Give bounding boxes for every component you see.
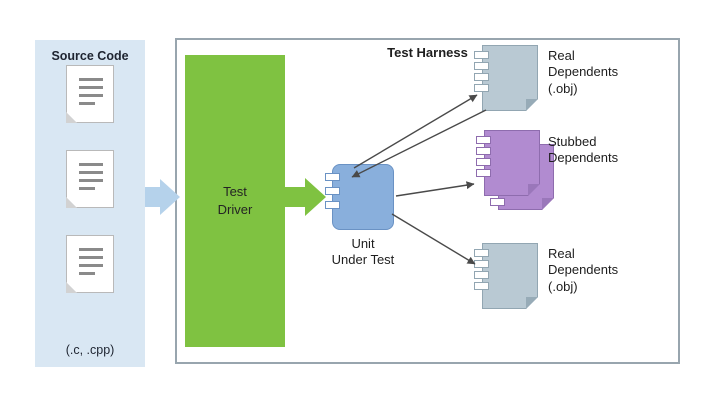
connector-tab [474,73,489,81]
connector-tab [476,158,491,166]
connector-tab [474,271,489,279]
source-code-panel: Source Code (.c, .cpp) [35,40,145,367]
connector-tab [325,173,340,181]
connector-tab [474,249,489,257]
source-file-icon [66,65,114,123]
unit-under-test-block [325,164,394,230]
text-line [79,179,103,182]
document-fold-corner [66,282,77,293]
text-line [79,187,95,190]
stubbed-dependents-front-icon [476,130,540,196]
real-dependents-bottom-label: Real Dependents (.obj) [548,246,619,294]
document-page [66,235,114,293]
text-line [79,78,103,81]
text-line [79,264,103,267]
source-code-title: Source Code [51,49,129,63]
connector-tab [325,187,340,195]
test-driver-block: Test Driver [185,55,285,347]
connector-tab [476,136,491,144]
connector-tab [490,198,505,206]
module-fold-corner [526,297,538,309]
real-dependents-top-icon [474,45,538,111]
connector-tab [474,62,489,70]
text-line [79,171,103,174]
document-page [66,65,114,123]
connector-tab [474,84,489,92]
module-fold-corner [542,198,554,210]
text-line [79,272,95,275]
connector-tab [474,282,489,290]
document-fold-corner [66,112,77,123]
text-line [79,248,103,251]
source-file-icon [66,150,114,208]
text-line [79,94,103,97]
text-line [79,256,103,259]
connector-tab [474,51,489,59]
real-dependents-top-label: Real Dependents (.obj) [548,48,619,96]
module-fold-corner [526,99,538,111]
test-driver-label: Test Driver [217,184,253,217]
source-file-icon [66,235,114,293]
unit-under-test-label: Unit Under Test [331,236,395,268]
text-line [79,86,103,89]
connector-tab [476,169,491,177]
text-line [79,102,95,105]
connector-tab [325,201,340,209]
real-dependents-bottom-icon [474,243,538,309]
connector-tab [476,147,491,155]
stubbed-dependents-label: Stubbed Dependents [548,134,619,166]
module-fold-corner [528,184,540,196]
source-code-extensions: (.c, .cpp) [65,343,115,357]
test-harness-title: Test Harness [387,45,468,60]
text-line [79,163,103,166]
connector-tab [474,260,489,268]
document-fold-corner [66,197,77,208]
